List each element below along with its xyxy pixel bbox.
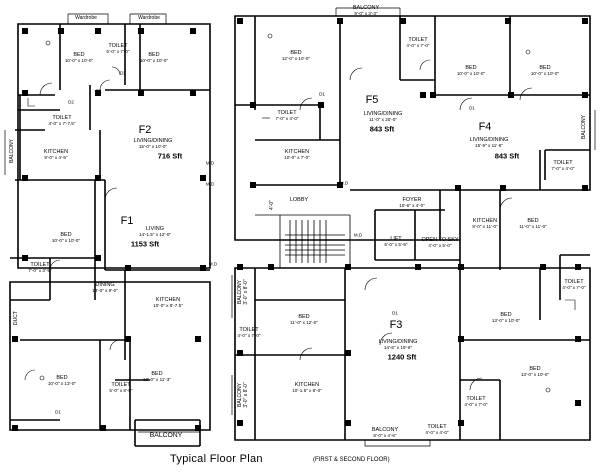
door-d1-d: D1 xyxy=(392,310,398,316)
door-d1-a: D1 xyxy=(96,88,102,94)
wardrobe-2: Wardrobe xyxy=(138,15,160,21)
unit-f3-label: F3 xyxy=(389,319,403,331)
lobby-label: LOBBY xyxy=(289,197,309,203)
door-d1-b: D1 xyxy=(319,91,325,97)
unit-f3-area: 1240 Sft xyxy=(387,352,417,362)
unit-f2-area: 716 Sft xyxy=(157,151,183,161)
balcony-right: BALCONY xyxy=(581,115,587,139)
balcony-left: BALCONY xyxy=(9,139,15,163)
md-label-4: M.D xyxy=(208,261,218,267)
door-d2-b: D2 xyxy=(68,99,74,105)
balcony-rails xyxy=(4,7,596,447)
door-d1-c: D1 xyxy=(469,105,475,111)
unit-f4-label: F4 xyxy=(478,121,492,133)
fixtures xyxy=(27,33,576,393)
staircase xyxy=(255,214,351,269)
md-label-1: M.D xyxy=(205,160,215,166)
unit-f5-area: 843 Sft xyxy=(369,124,395,134)
plan-subtitle: (FIRST & SECOND FLOOR) xyxy=(313,457,390,463)
lobby-dimension: 4'-0" xyxy=(269,200,275,210)
balcony-bottom-left: BALCONY xyxy=(149,432,183,439)
unit-f4-area: 843 Sft xyxy=(494,151,520,161)
md-label-5: M.D xyxy=(353,232,363,238)
door-d1-e: D1 xyxy=(55,409,61,415)
unit-f2-label: F2 xyxy=(138,124,152,136)
door-d2-a: D2 xyxy=(120,70,126,76)
wardrobe-1: Wardrobe xyxy=(75,15,97,21)
md-label-3: M.D xyxy=(339,180,349,186)
md-label-2: M.D xyxy=(205,181,215,187)
unit-f1-area: 1153 Sft xyxy=(130,239,160,249)
unit-f1-label: F1 xyxy=(120,215,134,227)
plan-title: Typical Floor Plan xyxy=(170,453,263,465)
duct-label: DUCT xyxy=(13,311,19,325)
unit-f5-label: F5 xyxy=(365,94,379,106)
door-swings xyxy=(24,59,533,391)
columns xyxy=(12,18,588,431)
